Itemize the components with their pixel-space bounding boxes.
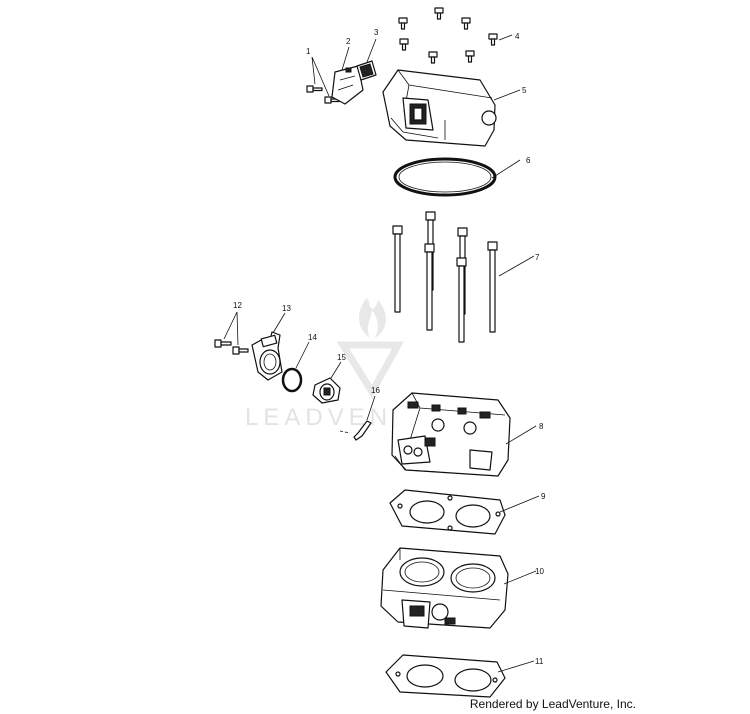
thermostat-15 [312, 377, 341, 404]
seal-ring-inner [398, 161, 492, 193]
callout-7: 7 [535, 253, 540, 262]
watermark-logo-icon [336, 298, 404, 399]
rendered-by-credit: Rendered by LeadVenture, Inc. [469, 697, 636, 711]
callout-12: 12 [233, 301, 242, 310]
bracket-2 [331, 65, 364, 105]
callout-3: 3 [374, 28, 379, 37]
callout-14: 14 [308, 333, 317, 342]
callout-4: 4 [515, 32, 520, 41]
gasket-3 [356, 60, 377, 81]
cylinder-10 [380, 547, 509, 629]
head-cover-bolts [398, 7, 498, 64]
callout-16: 16 [371, 386, 380, 395]
callout-8: 8 [539, 422, 544, 431]
thermostat-housing-13 [251, 331, 283, 381]
valve-cover-5 [382, 69, 497, 147]
callout-2: 2 [346, 37, 351, 46]
callout-11: 11 [535, 657, 544, 666]
head-studs-7 [392, 211, 498, 343]
callout-6: 6 [526, 156, 531, 165]
head-gasket-9 [389, 489, 506, 535]
callout-13: 13 [282, 304, 291, 313]
o-ring-14 [281, 367, 303, 393]
callout-10: 10 [535, 567, 544, 576]
callout-5: 5 [522, 86, 527, 95]
leader-lines [223, 34, 540, 673]
callout-9: 9 [541, 492, 546, 501]
seal-ring-6 [393, 157, 497, 197]
callout-labels: 1 2 3 4 5 6 7 8 9 10 11 12 13 14 15 16 [233, 28, 546, 666]
cylinder-head-8 [391, 392, 511, 477]
pipe-16 [339, 420, 372, 441]
bolts-12 [214, 339, 249, 355]
callout-1: 1 [306, 47, 311, 56]
screws-1 [306, 85, 340, 104]
base-gasket-11 [385, 654, 506, 698]
callout-15: 15 [337, 353, 346, 362]
